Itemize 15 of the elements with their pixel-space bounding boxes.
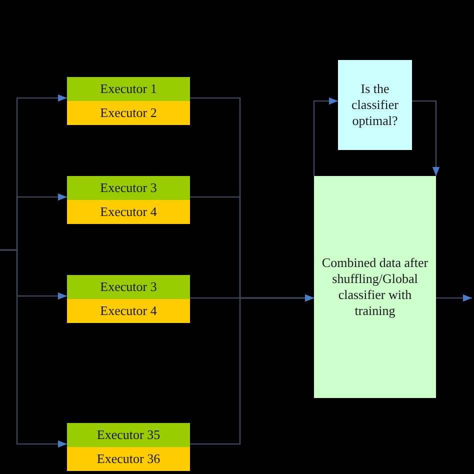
arrow: [190, 294, 314, 445]
process-box: Executor 3: [67, 275, 190, 299]
arrow: [436, 294, 472, 302]
arrow: [412, 100, 440, 176]
process-box: Executor 1: [67, 77, 190, 101]
process-box: Executor 35: [67, 423, 190, 447]
process-box: Executor 36: [67, 447, 190, 471]
process-box: Executor 4: [67, 299, 190, 323]
process-box: Combined data after shuffling/Global classifier with training: [314, 176, 436, 398]
arrow: [0, 249, 67, 448]
process-box: Executor 3: [67, 176, 190, 200]
process-box: Executor 2: [67, 101, 190, 125]
arrow: [313, 97, 338, 176]
process-box: Is the classifier optimal?: [338, 60, 412, 150]
process-box: Executor 4: [67, 200, 190, 224]
